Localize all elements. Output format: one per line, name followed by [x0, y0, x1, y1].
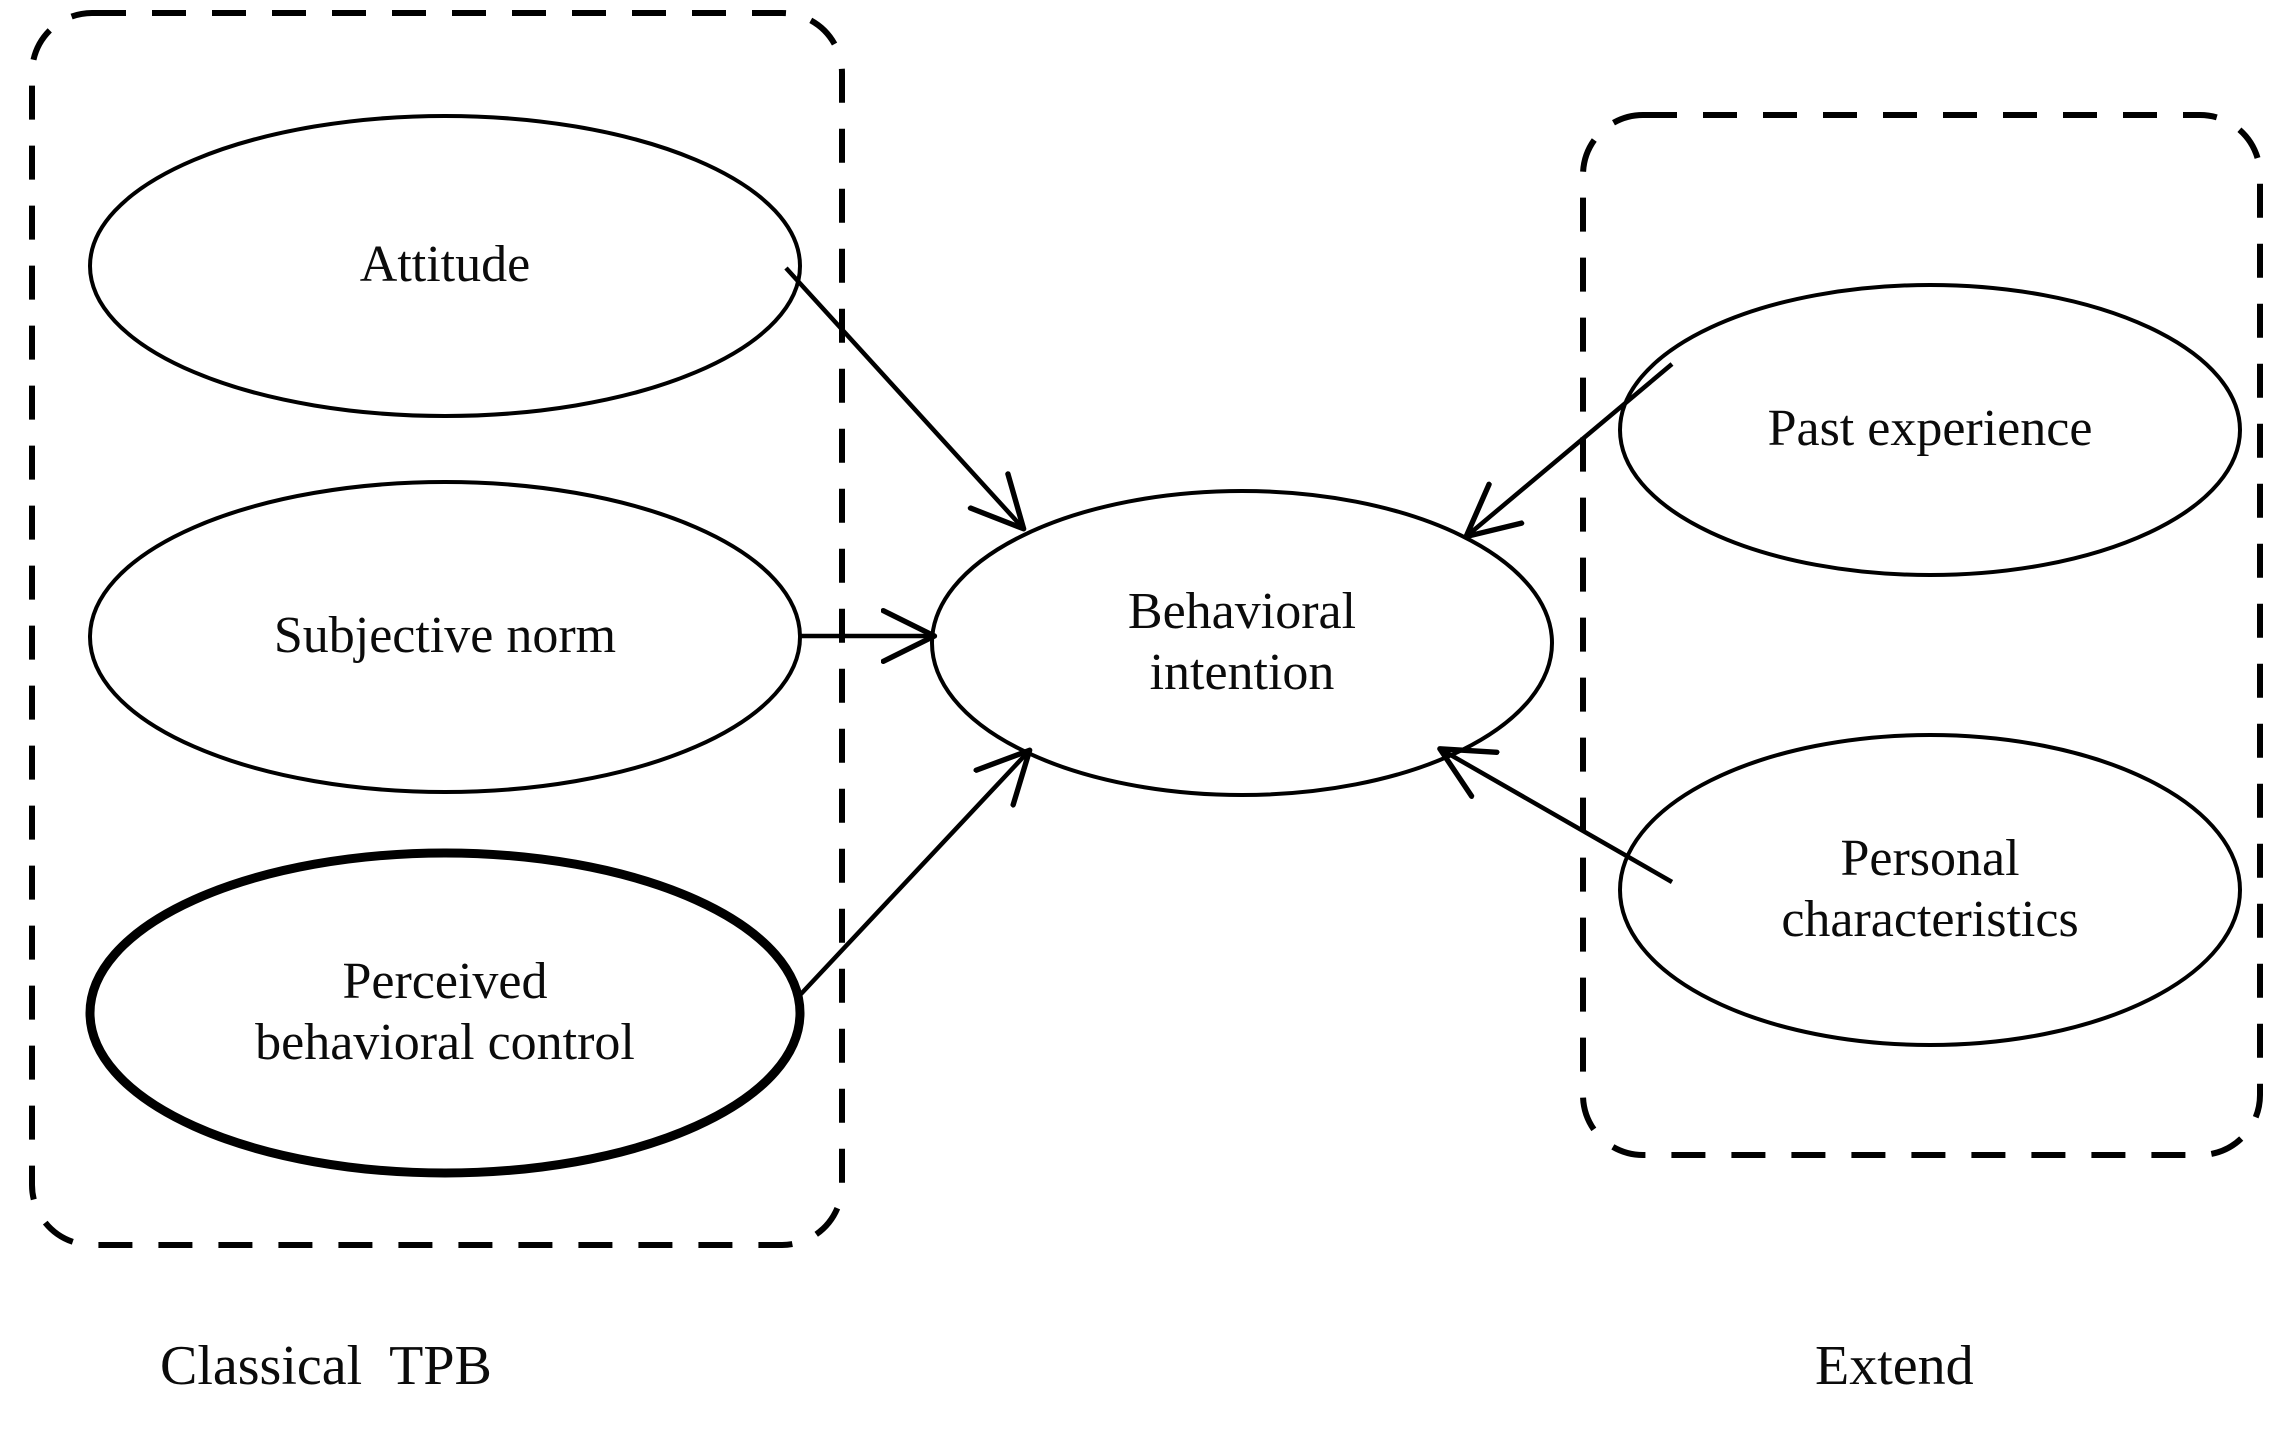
node-ellipse-perceived-behavioral-control[interactable]	[85, 848, 805, 1178]
group-caption-classical-tpb: Classical TPB	[160, 1335, 492, 1397]
node-ellipse-past-experience[interactable]	[1618, 283, 2242, 577]
node-ellipse-personal-characteristics[interactable]	[1618, 733, 2242, 1047]
group-box-classical-tpb	[29, 10, 845, 1248]
node-ellipse-subjective-norm[interactable]	[88, 480, 802, 794]
arrow-past-experience-to-behavioral-intention	[1468, 362, 1674, 535]
group-caption-extend: Extend	[1815, 1335, 1974, 1397]
arrow-personal-characteristics-to-behavioral-intention	[1442, 750, 1674, 884]
arrow-perceived-behavioral-control-to-behavioral-intention	[798, 752, 1028, 997]
node-ellipse-behavioral-intention[interactable]	[930, 489, 1554, 797]
group-box-extend	[1580, 112, 2263, 1158]
node-ellipse-attitude[interactable]	[88, 114, 802, 418]
arrow-attitude-to-behavioral-intention	[784, 266, 1022, 527]
